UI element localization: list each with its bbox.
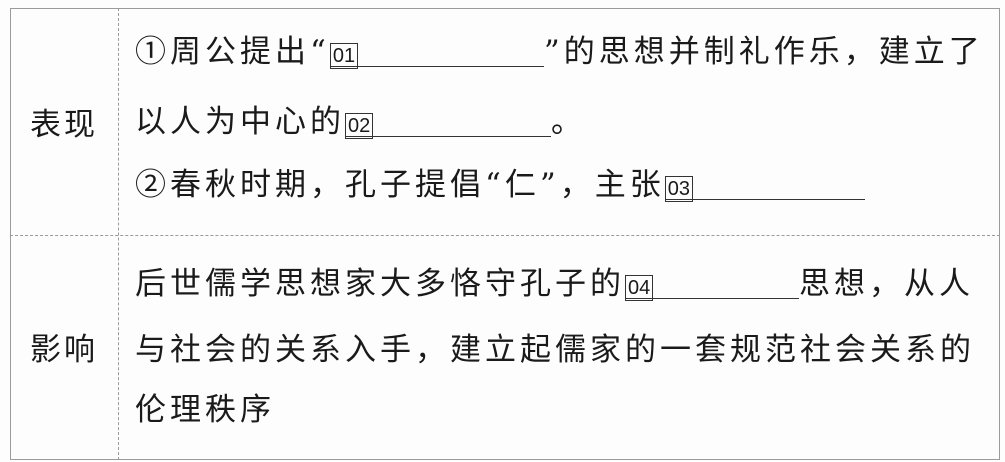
text: ”的思想并制礼作乐，建立了 — [543, 34, 984, 70]
blank-number: 04 — [625, 275, 654, 301]
fill-blank-03[interactable]: 03 — [664, 165, 865, 202]
text-line: 与社会的关系入手，建立起儒家的一套规范社会关系的 — [135, 332, 975, 368]
blank-number: 02 — [345, 113, 374, 139]
table-border — [10, 8, 1000, 460]
blank-number: 01 — [329, 43, 359, 69]
text: 思想，从人 — [799, 266, 974, 302]
row-label-performance: 表现 — [30, 107, 98, 143]
row-label-influence: 影响 — [30, 332, 98, 368]
fill-blank-04[interactable]: 04 — [625, 264, 799, 301]
column-divider — [118, 8, 119, 460]
text: ①周公提出“ — [135, 34, 330, 70]
text-line: ①周公提出“01 ”的思想并制礼作乐，建立了 — [135, 32, 984, 72]
text: 后世儒学思想家大多恪守孔子的 — [135, 266, 625, 302]
text-line: 伦理秩序 — [135, 392, 275, 428]
text: 以人为中心的 — [135, 104, 345, 140]
text: ②春秋时期，孔子提倡“仁”，主张 — [135, 167, 665, 203]
text: 。 — [551, 104, 586, 140]
fill-blank-01[interactable]: 01 — [329, 32, 544, 69]
fill-blank-02[interactable]: 02 — [345, 102, 551, 139]
blank-number: 03 — [664, 176, 693, 202]
row-divider — [10, 235, 1000, 236]
